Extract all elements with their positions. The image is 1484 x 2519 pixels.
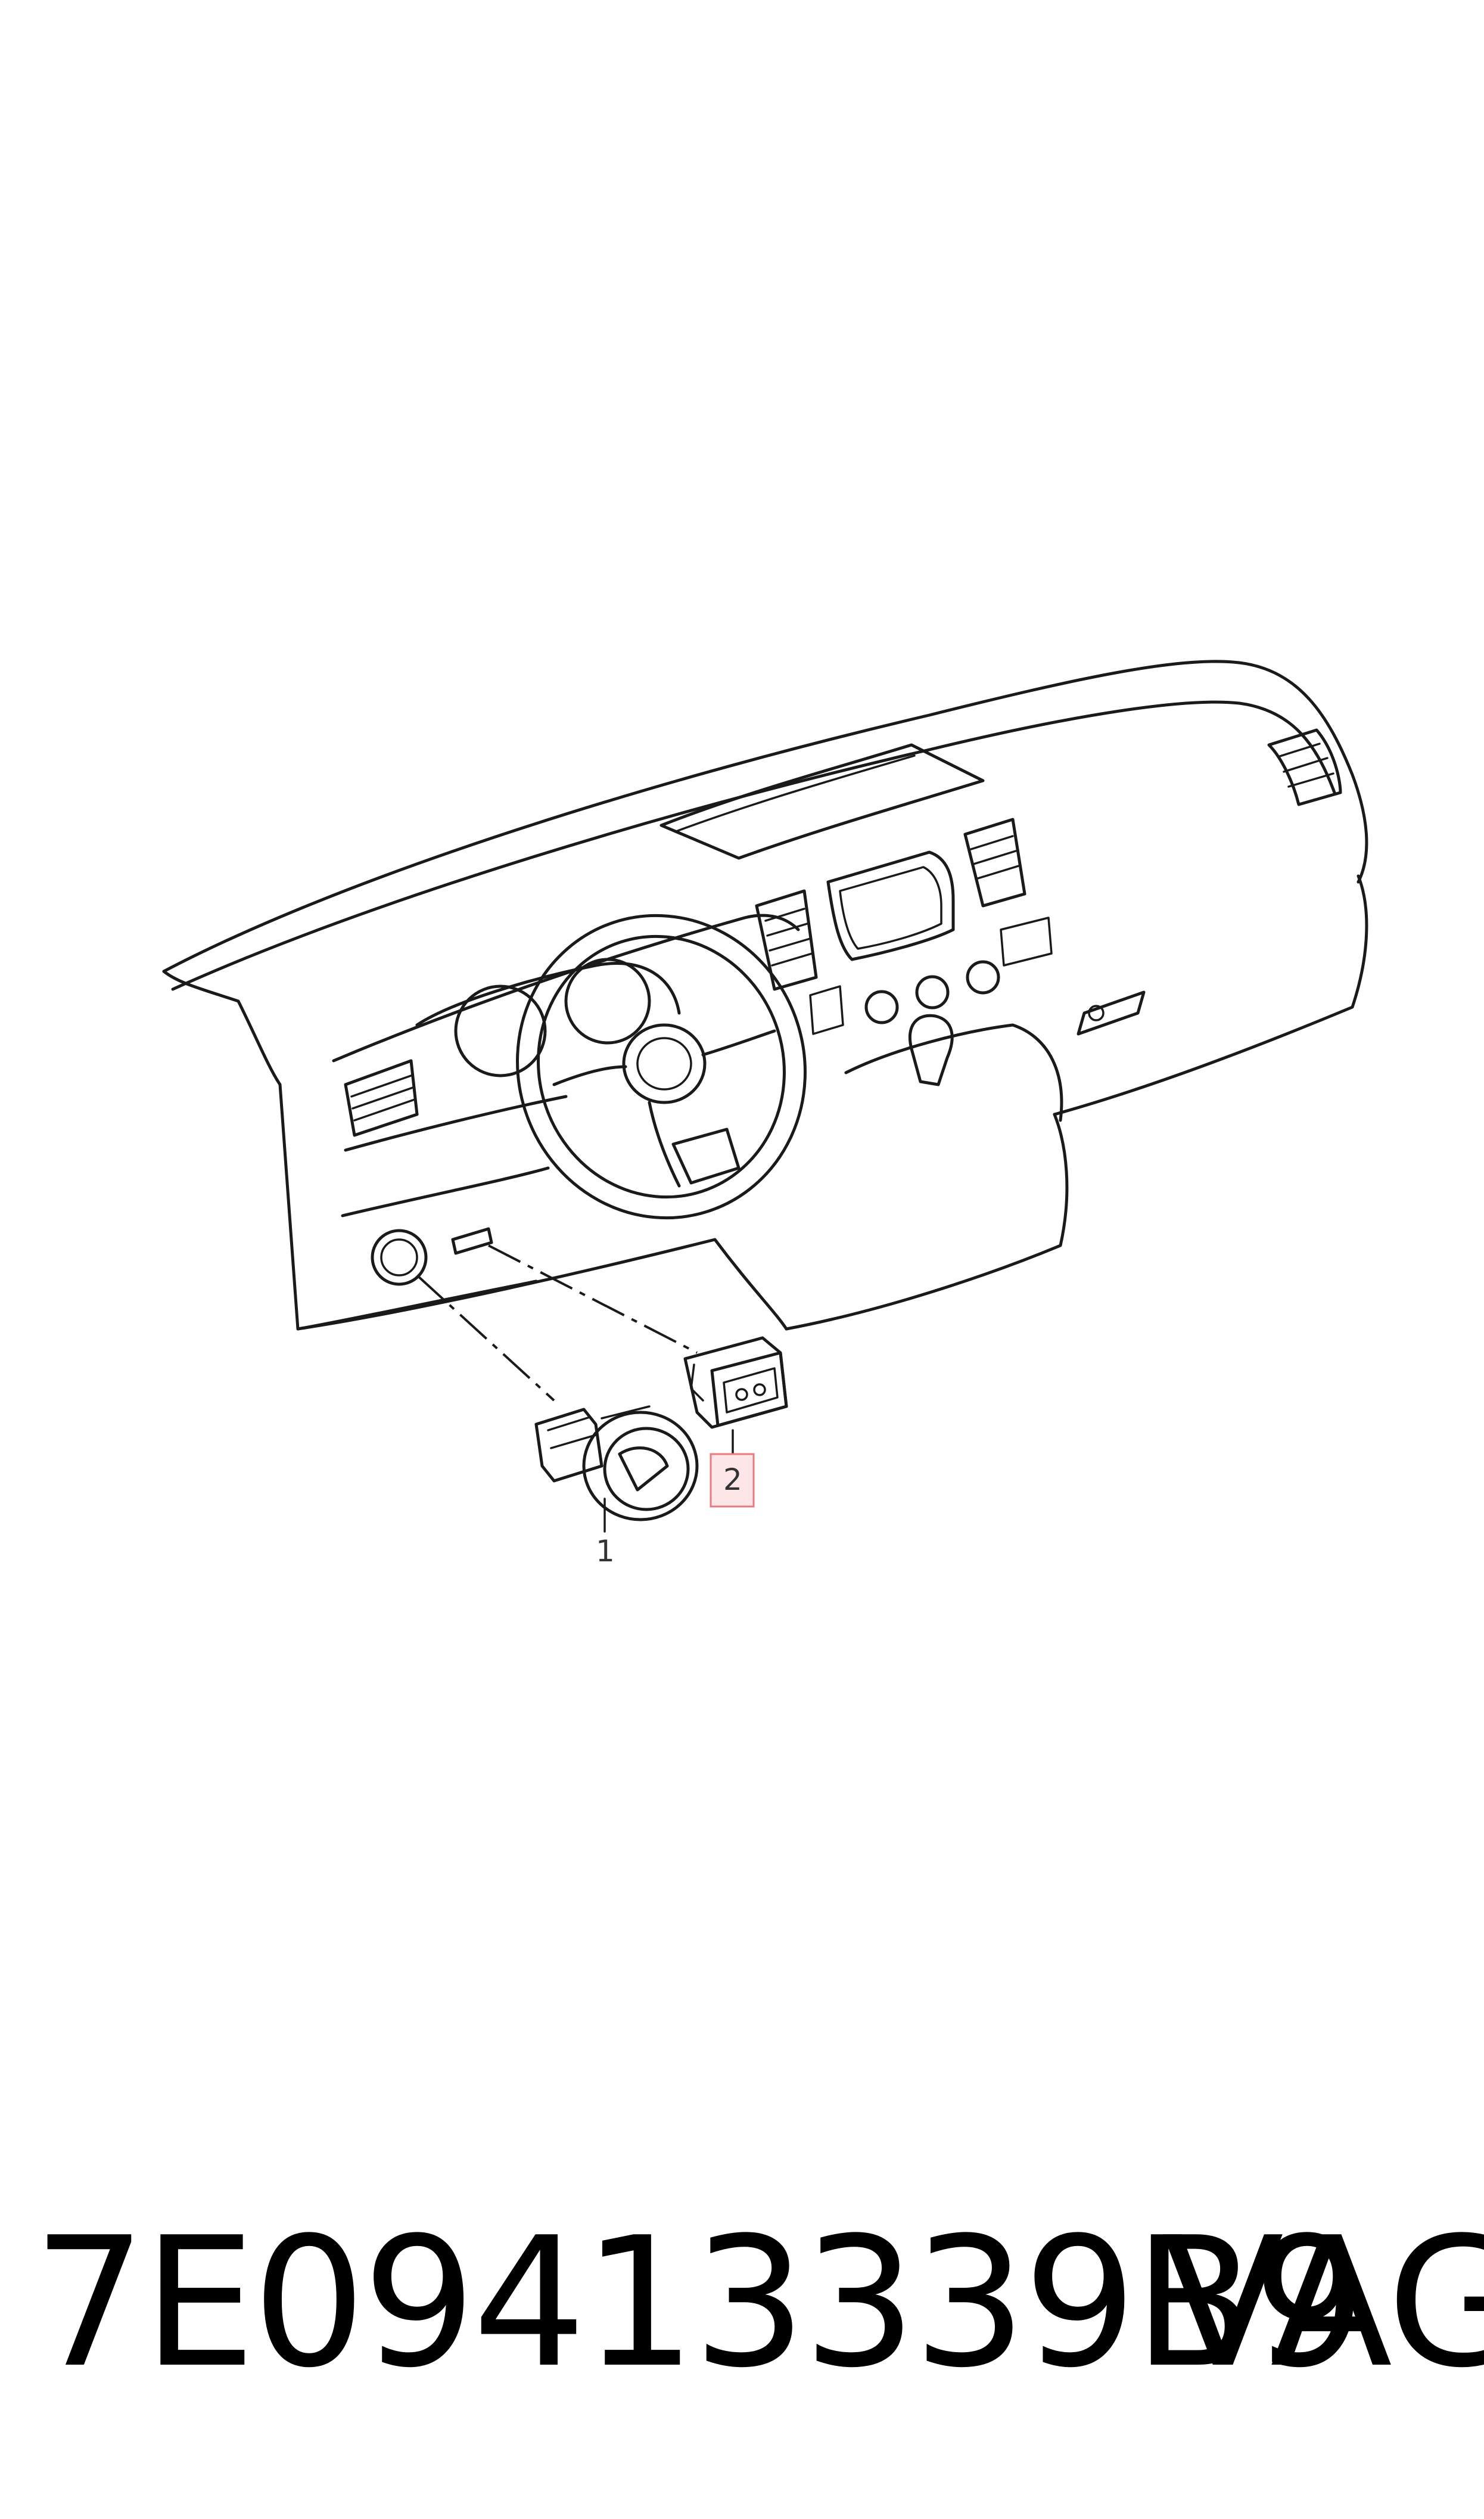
part-number-label: 7E09413339B9 bbox=[33, 2199, 1366, 2407]
callout-2-highlight-box bbox=[710, 1453, 755, 1508]
callout-1: 1 bbox=[596, 1498, 615, 1568]
leader-line-1 bbox=[416, 1274, 555, 1402]
callout-1-label: 1 bbox=[596, 1534, 615, 1568]
brand-label: VAG bbox=[1162, 2199, 1484, 2407]
callout-2-label: 2 bbox=[723, 1462, 742, 1497]
part-1-light-switch bbox=[534, 1405, 699, 1521]
callout-2: 2 bbox=[710, 1429, 755, 1508]
leader-line-2 bbox=[488, 1244, 698, 1354]
part-2-switch-unit bbox=[683, 1336, 788, 1429]
dashboard-illustration bbox=[162, 660, 1368, 1331]
